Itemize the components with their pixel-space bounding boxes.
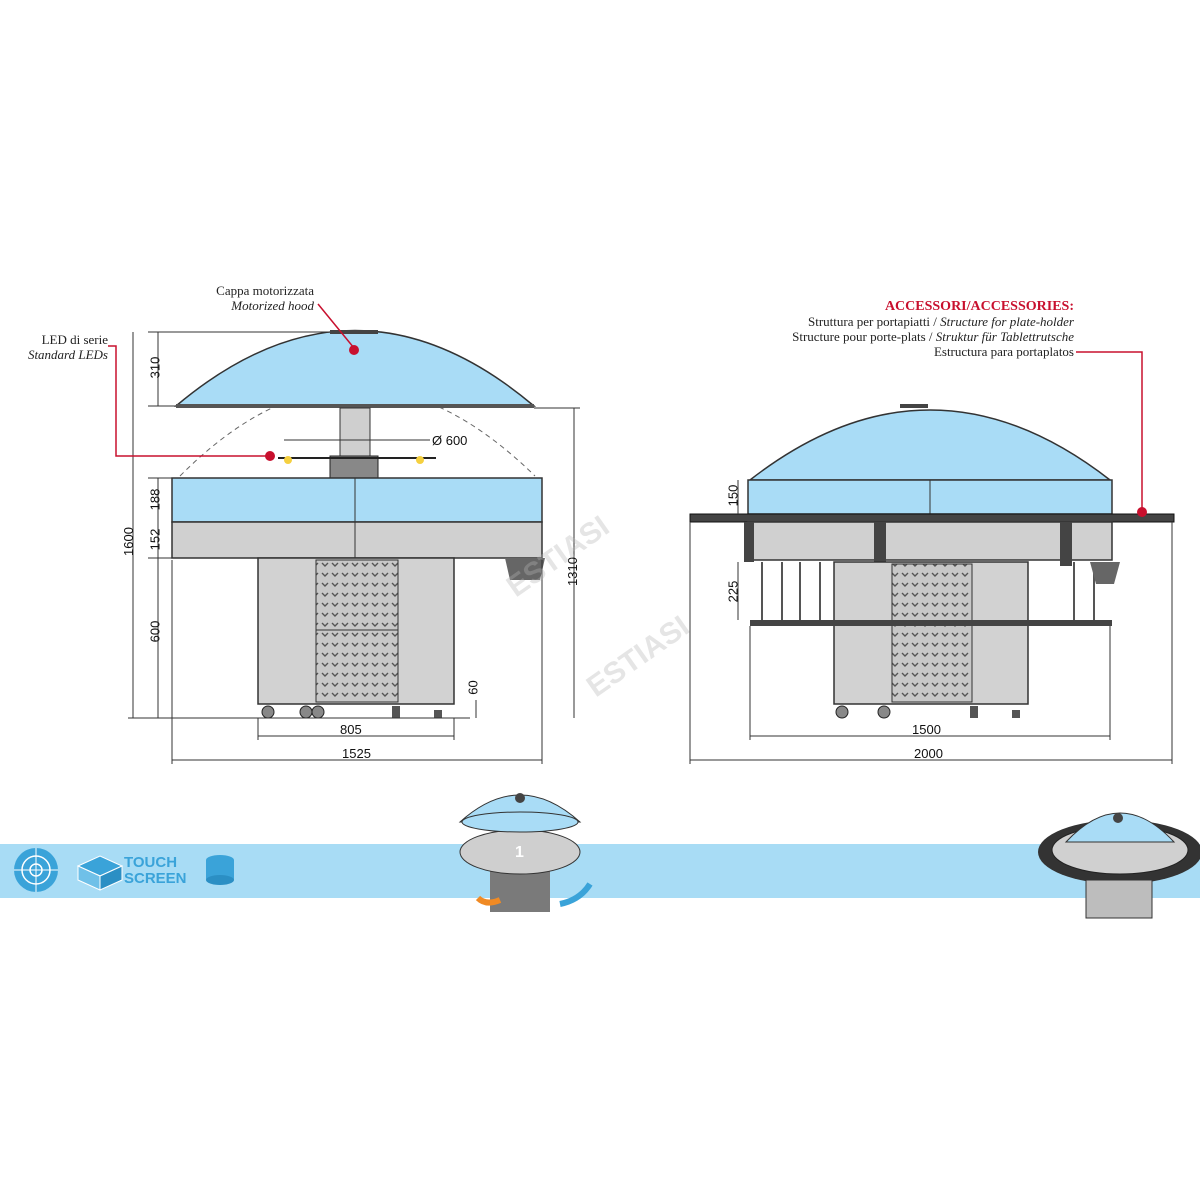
dim-total-height: 1600	[120, 527, 136, 556]
right-perforated-panel	[891, 563, 973, 703]
module-icon	[206, 855, 234, 885]
acc-line-3: Estructura para portaplatos	[933, 344, 1074, 359]
led-label-it: LED di serie	[41, 332, 108, 347]
dim-right-mid: 225	[725, 580, 741, 603]
acc-line-2: Structure pour porte-plats / Struktur fü…	[792, 329, 1074, 344]
steel-band	[171, 521, 543, 559]
foot	[392, 706, 400, 718]
hood-column	[339, 407, 371, 459]
rotate-right-arrow-icon	[559, 882, 593, 907]
dim-right-inner-width: 1500	[912, 722, 941, 737]
left-elevation-view	[108, 303, 580, 764]
accessory-leader	[1076, 351, 1143, 512]
dim-diameter: Ø 600	[432, 433, 468, 448]
plate-holder-bottom	[750, 620, 1112, 626]
rotating-unit-illustration	[458, 793, 593, 912]
dim-cabinet-width: 805	[340, 722, 362, 737]
right-elevation-view	[689, 351, 1175, 764]
hood-label-en: Motorized hood	[231, 298, 314, 313]
foot	[434, 710, 442, 718]
dim-hood-height: 310	[147, 356, 163, 379]
led-right-icon	[416, 456, 424, 464]
dim-total-width-left: 1525	[342, 746, 371, 761]
dim-feet: 60	[465, 680, 481, 695]
led-label-en: Standard LEDs	[27, 347, 108, 362]
rotation-number: 1	[515, 844, 524, 861]
touch-line-2: SCREEN	[124, 870, 187, 887]
hood-label: Cappa motorizzata Motorized hood	[150, 283, 314, 313]
touch-line-1: TOUCH	[124, 854, 178, 871]
hood-leader	[317, 303, 355, 349]
rotation-grid-icon	[14, 848, 58, 892]
round-unit-with-plate-holder	[1038, 812, 1200, 919]
acc-line-1: Struttura per portapiatti / Structure fo…	[808, 314, 1074, 329]
dim-right-total-width: 2000	[914, 746, 943, 761]
tray-slide	[505, 558, 545, 580]
feature-band	[0, 844, 1200, 898]
right-steel-band	[747, 521, 1113, 561]
hood-label-it: Cappa motorizzata	[216, 283, 314, 298]
dim-right-band: 150	[725, 484, 741, 507]
dim-base-height: 600	[147, 620, 163, 643]
accessories-title: ACCESSORI/ACCESSORIES:	[884, 299, 1074, 314]
accessories-label: ACCESSORI/ACCESSORIES: Struttura per por…	[740, 299, 1074, 359]
touch-screen-icon	[76, 855, 124, 891]
perforated-panel	[315, 559, 399, 703]
led-label: LED di serie Standard LEDs	[10, 332, 108, 362]
rotate-left-arrow-icon	[475, 895, 502, 906]
led-left-icon	[284, 456, 292, 464]
dim-middle-band: 152	[147, 528, 163, 551]
right-hood-dome	[747, 409, 1113, 481]
touch-screen-label: TOUCH SCREEN	[124, 855, 187, 887]
wheel	[835, 705, 849, 719]
foot	[1012, 710, 1020, 718]
led-leader	[108, 345, 270, 457]
wheel	[877, 705, 891, 719]
foot	[970, 706, 978, 718]
dim-upper-band: 188	[147, 488, 163, 511]
